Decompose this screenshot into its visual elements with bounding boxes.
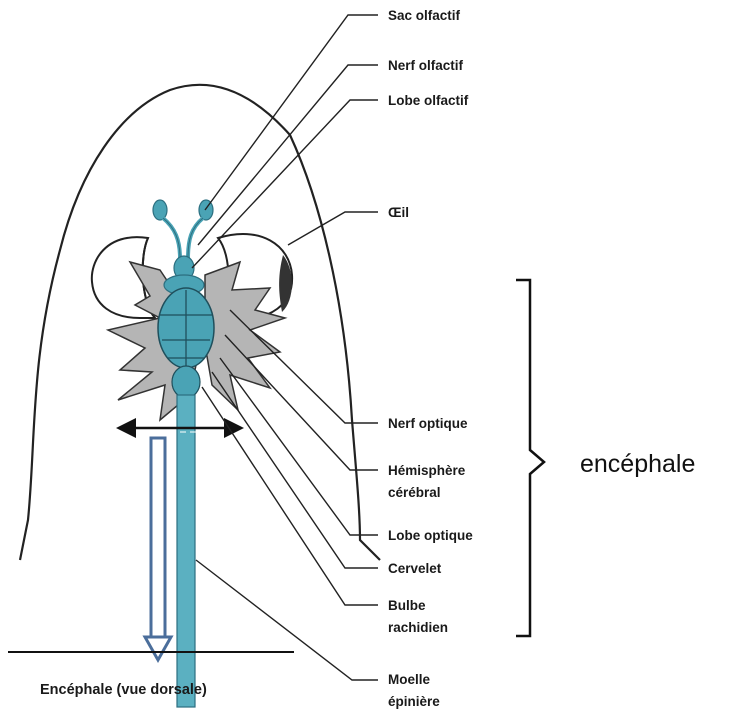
- label-sac-olfactif: Sac olfactif: [388, 8, 461, 23]
- label-hemisphere-1: Hémisphère: [388, 463, 466, 478]
- label-hemisphere-2: cérébral: [388, 485, 441, 500]
- label-lobe-optique: Lobe optique: [388, 528, 473, 543]
- encephale-brace: [516, 280, 544, 636]
- label-bulbe-2: rachidien: [388, 620, 448, 635]
- brace-label: encéphale: [580, 450, 695, 478]
- label-bulbe-1: Bulbe: [388, 598, 426, 613]
- spinal-cord: [177, 395, 195, 707]
- label-moelle-1: Moelle: [388, 672, 431, 687]
- label-oeil: Œil: [388, 205, 409, 220]
- label-lobe-olfactif: Lobe olfactif: [388, 93, 469, 108]
- label-nerf-olfactif: Nerf olfactif: [388, 58, 464, 73]
- medulla: [172, 366, 200, 398]
- down-arrow: [145, 438, 171, 660]
- olfactory-sacs: [153, 200, 213, 258]
- label-nerf-optique: Nerf optique: [388, 416, 468, 431]
- label-moelle-2: épinière: [388, 694, 440, 709]
- label-cervelet: Cervelet: [388, 561, 442, 576]
- figure-caption: Encéphale (vue dorsale): [40, 682, 207, 698]
